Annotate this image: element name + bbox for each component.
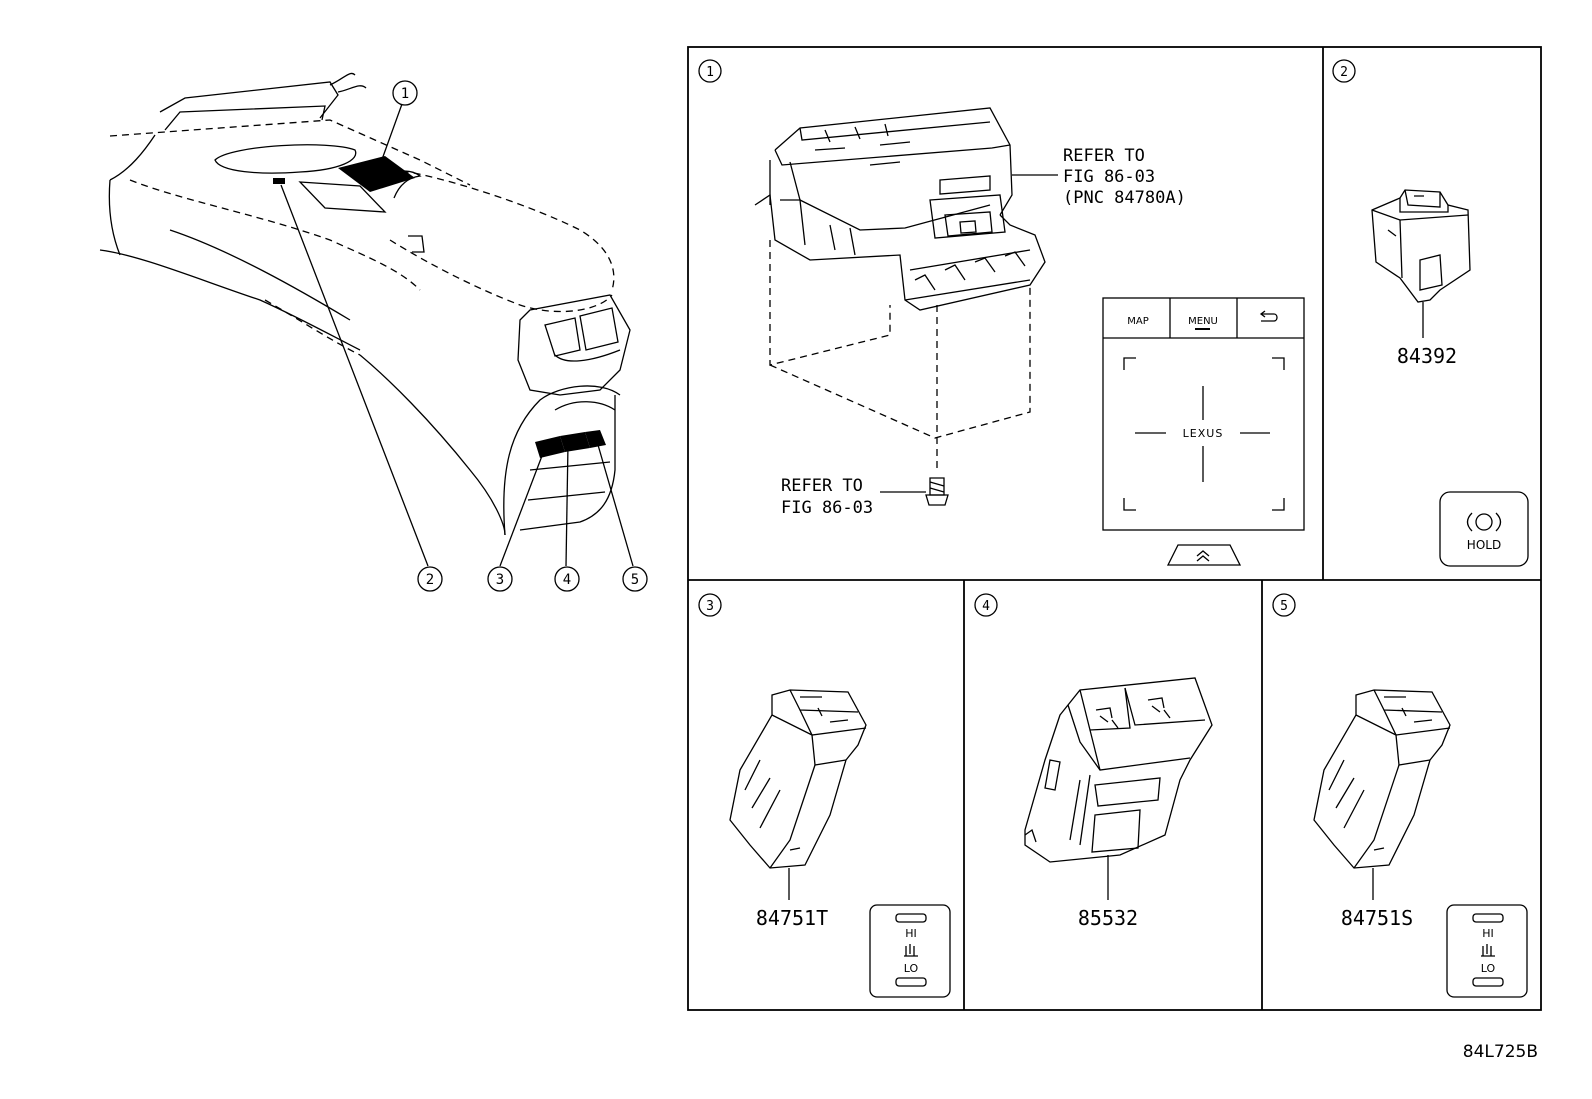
svg-text:(PNC 84780A): (PNC 84780A) [1063, 188, 1186, 208]
svg-text:3: 3 [496, 572, 504, 588]
panel-4: 4 85532 [974, 593, 1213, 930]
part-number-84392: 84392 [1397, 344, 1457, 368]
svg-text:4: 4 [982, 599, 990, 614]
svg-text:2: 2 [426, 572, 434, 588]
brake-hold-icon [1466, 512, 1502, 532]
panel-5: 5 84751S HI LO [1272, 593, 1528, 998]
hold-button: HOLD [1439, 491, 1529, 567]
panel-3-number: 3 [698, 593, 722, 617]
seat-heater-button-3: HI LO [869, 904, 951, 998]
callout-2: 2 [417, 566, 443, 592]
svg-text:1: 1 [401, 86, 409, 102]
panel-3: 3 84751T HI LO [698, 593, 951, 998]
svg-text:3: 3 [706, 599, 714, 614]
touchpad-unit-drawing [754, 107, 1058, 506]
refer-to-label-top: REFER TO FIG 86-03 (PNC 84780A) [1063, 146, 1186, 208]
panel-2: 2 84392 HOLD [1332, 59, 1529, 567]
panel-5-number: 5 [1272, 593, 1296, 617]
svg-text:HI: HI [905, 927, 917, 940]
part-number-85532: 85532 [1078, 906, 1138, 930]
svg-text:5: 5 [631, 572, 639, 588]
panel-1-number: 1 [698, 59, 722, 83]
panel-grid [687, 46, 1542, 1011]
svg-text:LO: LO [904, 962, 919, 975]
svg-text:REFER TO: REFER TO [781, 476, 863, 496]
seat-heater-icon [904, 944, 918, 957]
seat-heater-switch-drawing-3 [729, 689, 867, 900]
svg-text:REFER TO: REFER TO [1063, 146, 1145, 166]
touchpad-face: MAP MENU LEXUS [1102, 297, 1305, 566]
figure-code: 84L725B [1463, 1042, 1538, 1062]
seat-heater-button-5: HI LO [1446, 904, 1528, 998]
svg-text:LO: LO [1481, 962, 1496, 975]
seat-heater-icon [1481, 944, 1495, 957]
svg-text:1: 1 [706, 65, 714, 80]
map-button[interactable]: MAP [1127, 316, 1149, 327]
part-number-84751T: 84751T [756, 906, 828, 930]
panel-1: 1 [698, 59, 1305, 566]
double-chevron-up-icon[interactable] [1166, 544, 1242, 566]
refer-to-label-bottom: REFER TO FIG 86-03 [781, 476, 873, 518]
menu-button[interactable]: MENU [1188, 316, 1218, 327]
seat-heater-switch-drawing-5 [1313, 689, 1451, 900]
svg-text:HI: HI [1482, 927, 1494, 940]
rear-seat-switch-drawing [1024, 677, 1213, 900]
callout-1: 1 [392, 80, 418, 106]
callout-5: 5 [622, 566, 648, 592]
parking-brake-switch-drawing [1371, 189, 1471, 338]
callout-3: 3 [487, 566, 513, 592]
panel-4-number: 4 [974, 593, 998, 617]
svg-text:HOLD: HOLD [1467, 538, 1501, 552]
panel-2-number: 2 [1332, 59, 1356, 83]
lexus-logo: LEXUS [1183, 427, 1224, 440]
svg-text:FIG 86-03: FIG 86-03 [781, 498, 873, 518]
console-overview: 1 2 3 4 5 [99, 72, 648, 592]
callout-4: 4 [554, 566, 580, 592]
svg-text:5: 5 [1280, 599, 1288, 614]
part-number-84751S: 84751S [1341, 906, 1413, 930]
back-arrow-icon[interactable] [1259, 310, 1278, 322]
svg-text:2: 2 [1340, 65, 1348, 80]
svg-text:FIG 86-03: FIG 86-03 [1063, 167, 1155, 187]
svg-text:4: 4 [563, 572, 571, 588]
